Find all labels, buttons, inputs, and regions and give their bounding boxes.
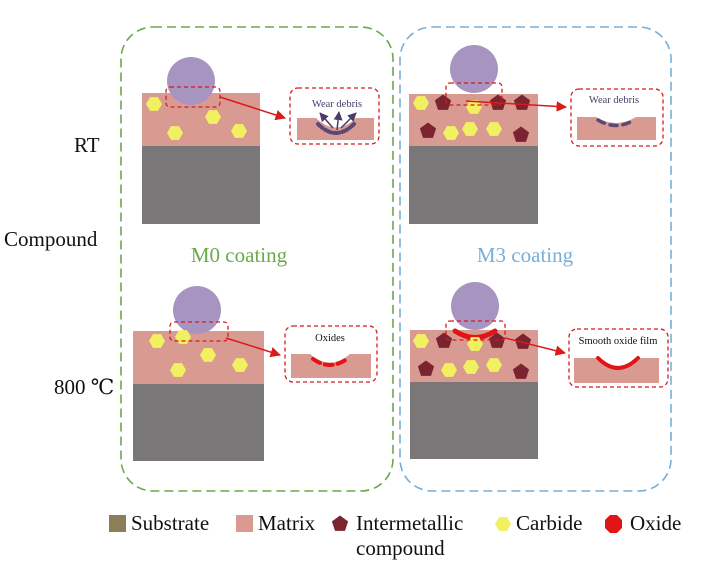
contact-zone-marker [169, 321, 229, 342]
worn-matrix-section [574, 358, 659, 383]
substrate-block [142, 145, 260, 224]
substrate-block [409, 146, 538, 224]
row-label-800c: 800 ℃ [54, 375, 114, 399]
m3-800c-zoom: Smooth oxide film [568, 328, 669, 388]
legend-intermetallic-label-line2: compound [356, 536, 445, 560]
legend-oxide-swatch [605, 515, 622, 533]
m0-rt-block [142, 57, 286, 224]
oxide-film [596, 356, 640, 370]
legend-carbide-swatch [495, 517, 511, 531]
counter-ball [450, 45, 498, 93]
debris-arrow [319, 112, 334, 129]
worn-matrix-section [577, 117, 656, 140]
debris-arrow [333, 111, 343, 131]
substrate-block [410, 382, 538, 459]
m3-coating-title: M3 coating [477, 243, 574, 267]
oxide-particles [311, 357, 349, 367]
zoom-arrow [465, 100, 568, 112]
row-label-rt: RT [74, 133, 100, 157]
m0-800c-zoom: Oxides [284, 325, 378, 383]
zoom-arrow [504, 337, 567, 356]
m3-panel-outline [399, 26, 672, 492]
debris-arrow [340, 112, 357, 129]
zoom-label-wear-debris: Wear debris [589, 95, 639, 106]
legend-intermetallic-swatch [331, 515, 349, 531]
zoom-label-oxides: Oxides [315, 333, 345, 344]
m3-800c-block [410, 282, 567, 459]
row-label-compound: Compound [4, 227, 98, 251]
wear-debris-particles [316, 122, 356, 135]
zoom-arrow [219, 96, 286, 121]
zoom-label-wear-debris: Wear debris [312, 99, 362, 110]
zoom-arrow [225, 337, 282, 358]
legend-matrix-label: Matrix [258, 511, 316, 535]
counter-ball [167, 57, 215, 105]
m0-800c-block [133, 286, 282, 461]
wear-debris-particles [596, 118, 636, 128]
legend-intermetallic-label: Intermetallic [356, 511, 463, 535]
zoom-label-smooth-oxide-film: Smooth oxide film [579, 336, 658, 347]
counter-ball [173, 286, 221, 334]
legend-oxide-label: Oxide [630, 511, 681, 535]
m3-rt-zoom: Wear debris [570, 88, 664, 147]
m0-rt-zoom: Wear debris [289, 87, 380, 145]
legend-substrate-label: Substrate [131, 511, 209, 535]
contact-zone-marker [445, 320, 506, 341]
legend-carbide-label: Carbide [516, 511, 582, 535]
m0-coating-title: M0 coating [191, 243, 288, 267]
contact-zone-marker [445, 82, 503, 106]
legend: Substrate Matrix Intermetallic compound … [109, 511, 681, 560]
counter-ball [451, 282, 499, 330]
m3-rt-block [409, 45, 568, 224]
legend-matrix-swatch [236, 515, 253, 532]
substrate-block [133, 384, 264, 461]
m0-panel-outline [120, 26, 394, 492]
legend-substrate-swatch [109, 515, 126, 532]
